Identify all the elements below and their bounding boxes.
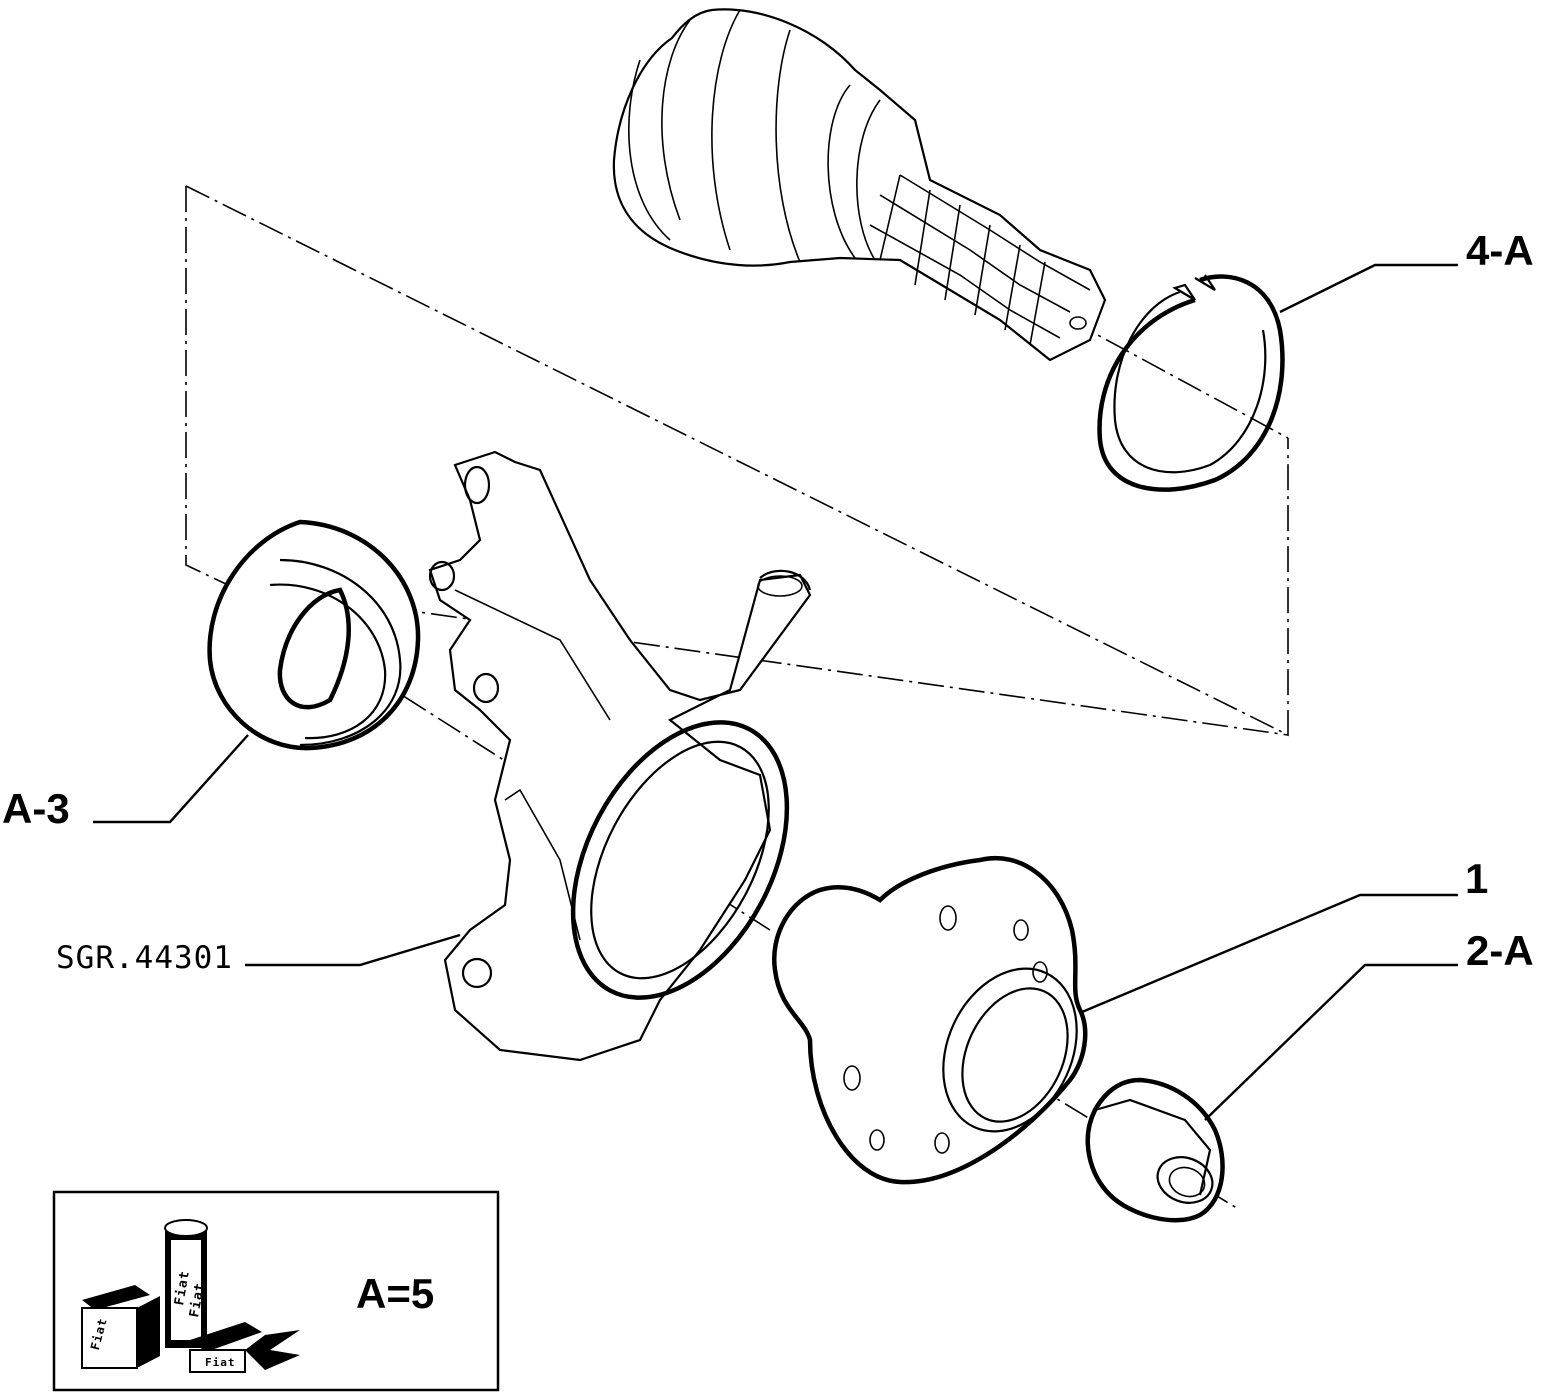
label-nut: 2-A	[1466, 927, 1534, 974]
label-oil-seal: A-3	[2, 785, 70, 832]
legend-box: Fiat Fiat Fiat Fiat A=5	[52, 1190, 500, 1392]
legend-text: A=5	[356, 1270, 434, 1317]
label-knuckle-code: SGR.44301	[56, 940, 233, 976]
wheel-hub	[771, 855, 1088, 1185]
drive-shaft	[612, 8, 1107, 362]
label-snap-ring: 4-A	[1466, 227, 1534, 274]
oil-seal	[207, 519, 421, 751]
steering-knuckle	[428, 450, 812, 1062]
hub-nut	[1085, 1077, 1225, 1223]
product-label-2: Fiat	[172, 1269, 193, 1306]
label-hub: 1	[1465, 855, 1488, 902]
leader-lines	[93, 263, 1458, 1121]
snap-ring	[1097, 274, 1285, 492]
product-label-3: Fiat	[187, 1281, 208, 1318]
lubricant-products-icon: Fiat Fiat Fiat Fiat	[81, 1219, 300, 1373]
product-label-4: Fiat	[205, 1356, 236, 1369]
